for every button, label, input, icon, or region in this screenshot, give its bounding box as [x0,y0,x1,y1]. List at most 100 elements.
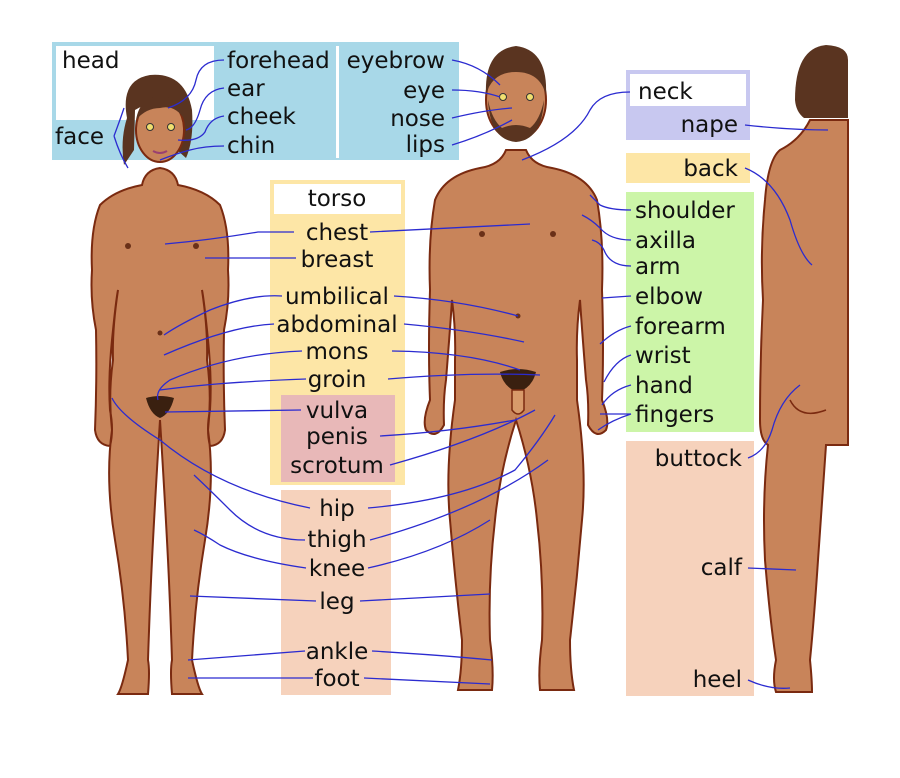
pointer-chin [159,145,225,161]
label-hip: hip [319,496,355,522]
pointer-vulva [164,409,302,413]
pointer-eyebrow [451,59,501,86]
torso-title-box [274,184,401,214]
male-right-nipple [550,231,556,237]
pointer-nape [744,124,829,131]
label-nose: nose [390,106,445,132]
posterior-leg-panel [626,441,754,696]
label-eyebrow: eyebrow [347,48,445,74]
label-foot: foot [314,666,359,692]
pointer-foot [188,677,491,685]
back-panel [626,153,750,183]
pointer-calf [747,567,797,571]
group-title-face: face [55,124,104,150]
label-breast: breast [301,247,374,273]
label-heel: heel [693,667,742,693]
label-lips: lips [406,132,445,158]
pointer-thigh [193,459,549,541]
lower-limb-panel [281,490,391,695]
upper-limb-panel [626,192,754,432]
pointer-scrotum [389,409,536,466]
label-umbilical: umbilical [285,284,389,310]
pointer-chest [164,223,531,245]
label-chest: chest [306,220,368,246]
pointer-nose [451,107,513,119]
pointer-mons [156,350,521,401]
label-arm: arm [635,254,681,280]
pointer-arm [591,239,632,267]
pointer-hip [111,397,556,509]
male-beard [488,100,544,142]
label-penis: penis [306,424,368,450]
pointer-axilla [581,214,632,241]
male-left-eye [499,93,507,101]
pointer-penis [379,419,516,437]
label-eye: eye [403,78,445,104]
pointer-abdominal [163,323,525,356]
female-figure [90,74,230,695]
female-right-eye [167,123,175,131]
label-chin: chin [227,133,275,159]
pointer-face [113,107,129,169]
pointer-umbilical [163,295,519,336]
back-view-hair [795,45,848,118]
label-vulva: vulva [306,398,368,424]
label-buttock: buttock [655,446,743,472]
pointer-back [744,167,813,266]
head-panel-divider [336,46,339,158]
pointer-eye [451,89,501,98]
label-panels [52,42,754,696]
label-cheek: cheek [227,104,297,130]
pointer-lips [451,119,513,146]
male-hair [485,46,547,95]
female-body [90,166,230,695]
pointer-heel [747,679,791,689]
pointer-buttock [747,384,801,459]
neck-title-box [630,74,746,106]
group-title-torso: torso [308,186,367,212]
back-view-figure [758,45,849,693]
label-axilla: axilla [635,228,696,254]
buttock-crease [789,399,827,415]
back-view-body [758,119,849,693]
label-calf: calf [701,555,743,581]
pointer-elbow [601,295,632,299]
label-nape: nape [681,112,738,138]
label-forehead: forehead [227,48,330,74]
female-front-hair [136,96,185,120]
pointer-leg [189,593,491,602]
label-fingers: fingers [635,402,714,428]
label-hand: hand [635,373,693,399]
label-forearm: forearm [635,314,726,340]
label-groin: groin [308,367,367,393]
pointer-neck [521,91,631,161]
pointer-forehead [167,59,225,109]
face-panel [52,120,114,152]
label-thigh: thigh [307,527,366,553]
label-wrist: wrist [635,343,691,369]
group-title-head: head [62,48,119,74]
pointer-ankle [187,650,493,661]
label-elbow: elbow [635,284,703,310]
female-left-eye [146,123,154,131]
pointer-shoulder [589,194,632,211]
female-right-nipple [193,243,199,249]
pointer-cheek [177,115,225,141]
label-mons: mons [305,339,368,365]
text-labels: head forehead ear cheek chin face eyebro… [55,48,743,693]
pointer-wrist [603,354,632,383]
pointer-fingers [597,413,632,431]
pointer-knee [193,519,491,569]
label-leg: leg [319,589,354,615]
label-ankle: ankle [306,639,369,665]
male-left-nipple [479,231,485,237]
female-navel [157,330,163,336]
label-shoulder: shoulder [635,198,735,224]
male-right-eye [526,93,534,101]
label-back: back [683,156,738,182]
female-mouth [152,150,168,154]
label-ear: ear [227,76,265,102]
label-knee: knee [309,556,365,582]
female-left-nipple [125,243,131,249]
